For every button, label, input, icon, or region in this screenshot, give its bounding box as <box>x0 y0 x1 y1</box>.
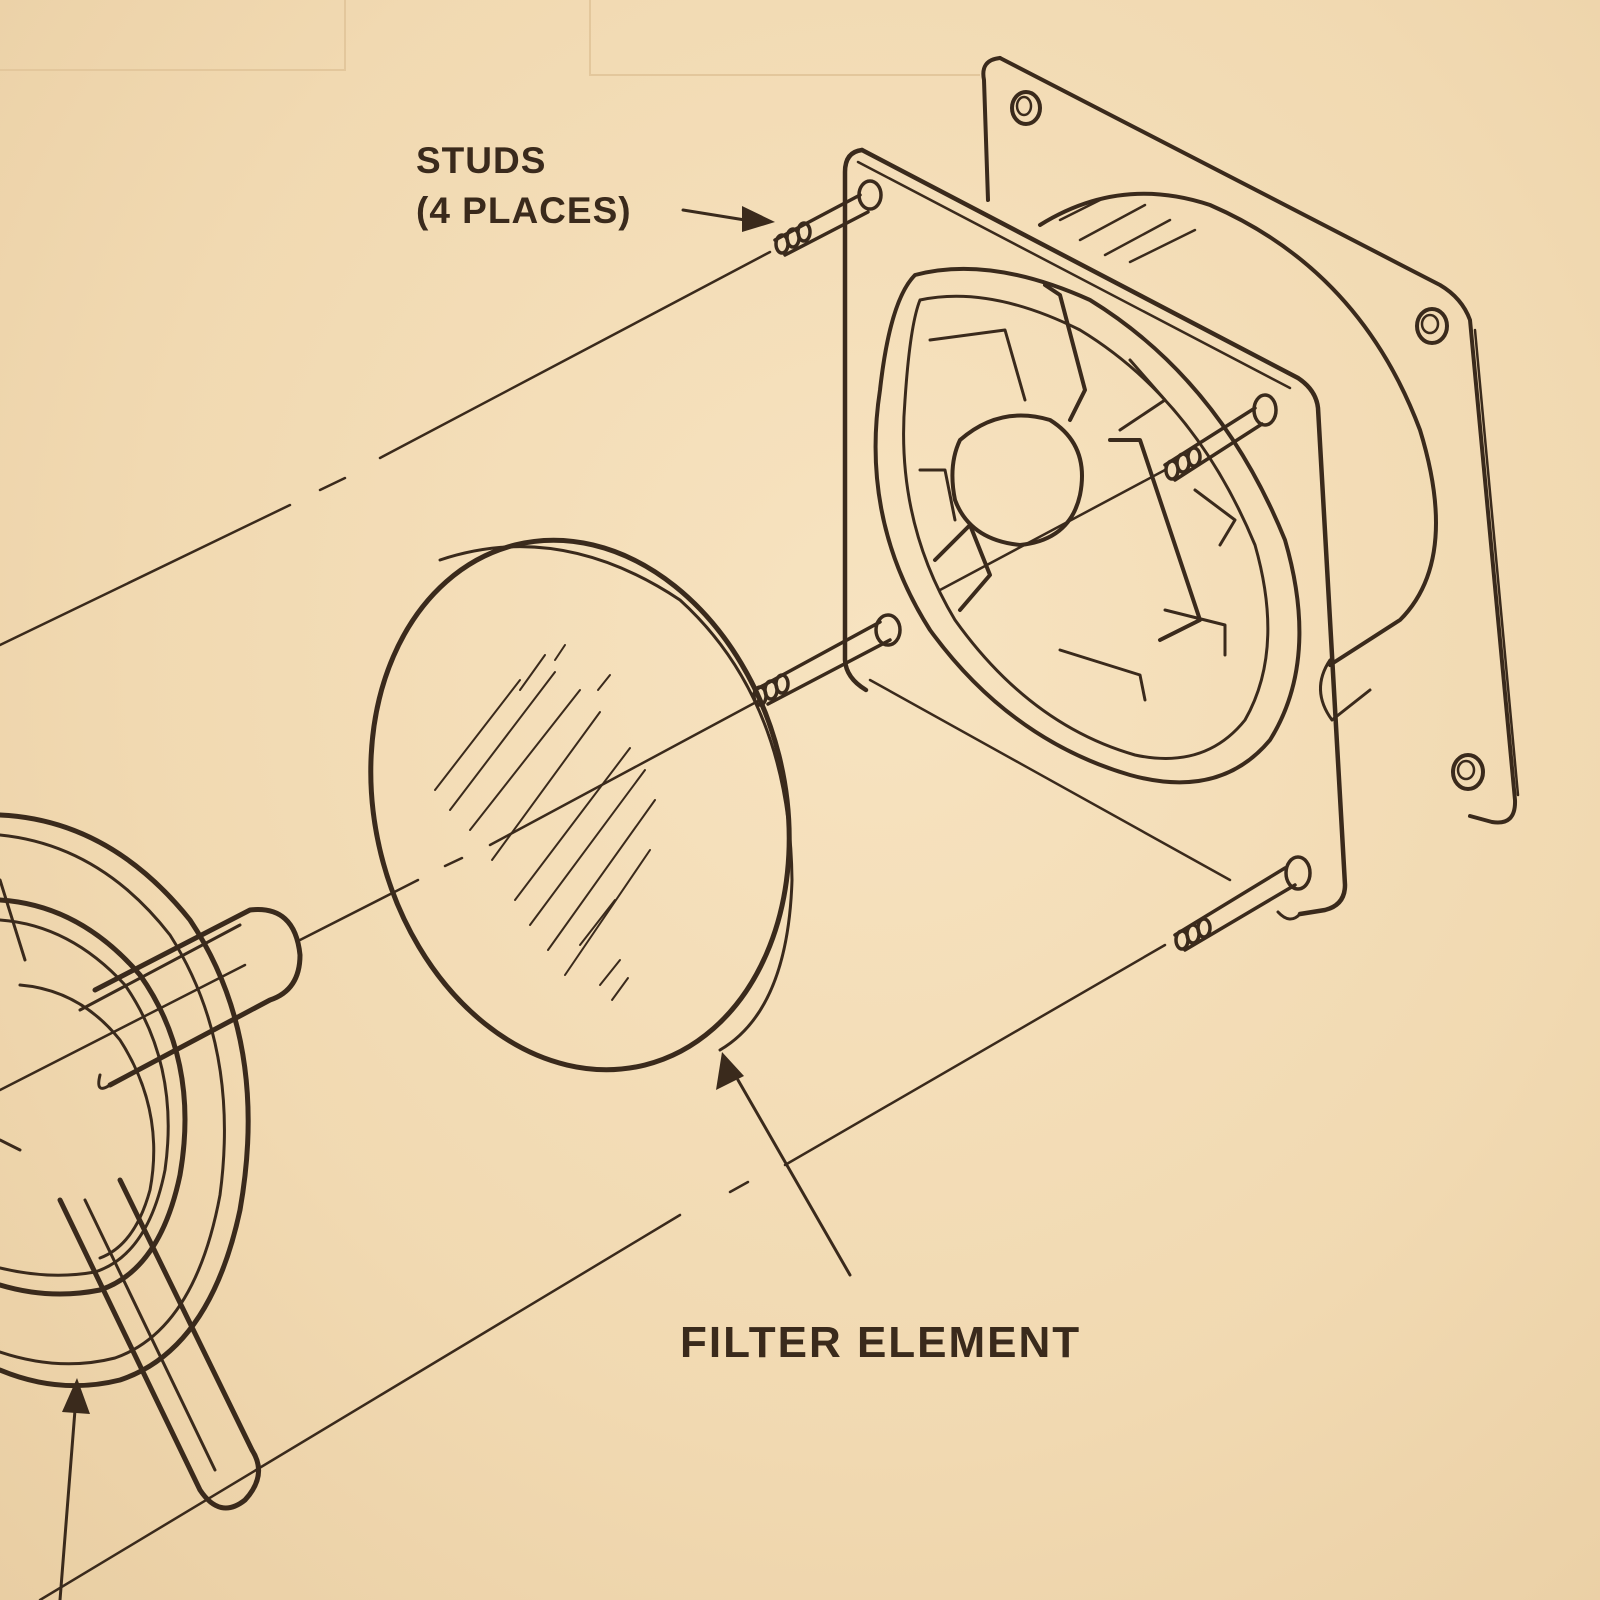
studs-label-line2: (4 PLACES) <box>416 190 632 231</box>
fan-outer-ring <box>873 266 1302 785</box>
fan-blade-1 <box>928 328 1027 402</box>
filter-leader-line <box>736 1078 852 1277</box>
stud-bottom <box>1173 855 1312 952</box>
alignment-line-bottom <box>38 943 1167 1600</box>
housing-edge-lower <box>868 678 1232 882</box>
fan-blade-4 <box>1193 488 1237 547</box>
flange-hole-right <box>1415 307 1449 345</box>
filter-arrowhead <box>716 1052 744 1090</box>
rear-mounting-flange <box>981 56 1520 825</box>
retainer-arrowhead <box>62 1378 90 1414</box>
filter-retainer-grille <box>0 812 303 1511</box>
fan-strut-left <box>933 523 992 612</box>
alignment-line-top <box>0 250 772 647</box>
filter-element-callout: FILTER ELEMENT <box>680 1318 1082 1367</box>
fan-strut-top <box>1043 283 1087 422</box>
studs-callout: STUDS (4 PLACES) <box>416 136 632 236</box>
flange-hole-top-left <box>1010 90 1042 126</box>
stud-top-left <box>773 179 883 257</box>
fan-hub <box>950 413 1084 547</box>
studs-arrowhead <box>742 206 775 232</box>
stud-top-right <box>1163 393 1278 482</box>
retainer-handle-top <box>92 907 303 1088</box>
alignment-lines <box>0 250 1232 1600</box>
studs-label-line1: STUDS <box>416 140 547 181</box>
fan-blade-6 <box>1163 608 1227 657</box>
alignment-line-center <box>0 698 762 1092</box>
studs <box>752 179 1312 952</box>
filter-element-disc <box>368 537 794 1073</box>
alignment-line-axis <box>938 468 1167 592</box>
fan-inner-ring <box>902 294 1270 760</box>
retainer-leader-line <box>58 1408 77 1600</box>
stud-center <box>752 613 902 707</box>
fan-grille <box>873 266 1302 785</box>
filter-glare-hatching <box>434 644 656 1001</box>
fan-blade-5 <box>1058 648 1147 702</box>
page-background-marks <box>0 0 980 76</box>
fan-blade-2 <box>918 468 957 522</box>
studs-leader-line <box>681 208 747 222</box>
motor-housing <box>1038 191 1438 722</box>
leader-arrows <box>58 206 852 1600</box>
fan-strut-right <box>1108 438 1202 642</box>
retainer-handle-bottom <box>57 1177 262 1511</box>
fan-mounting-plate <box>842 147 1348 921</box>
fan-blade-3 <box>1118 358 1167 432</box>
flange-hole-bottom-right <box>1451 753 1485 791</box>
